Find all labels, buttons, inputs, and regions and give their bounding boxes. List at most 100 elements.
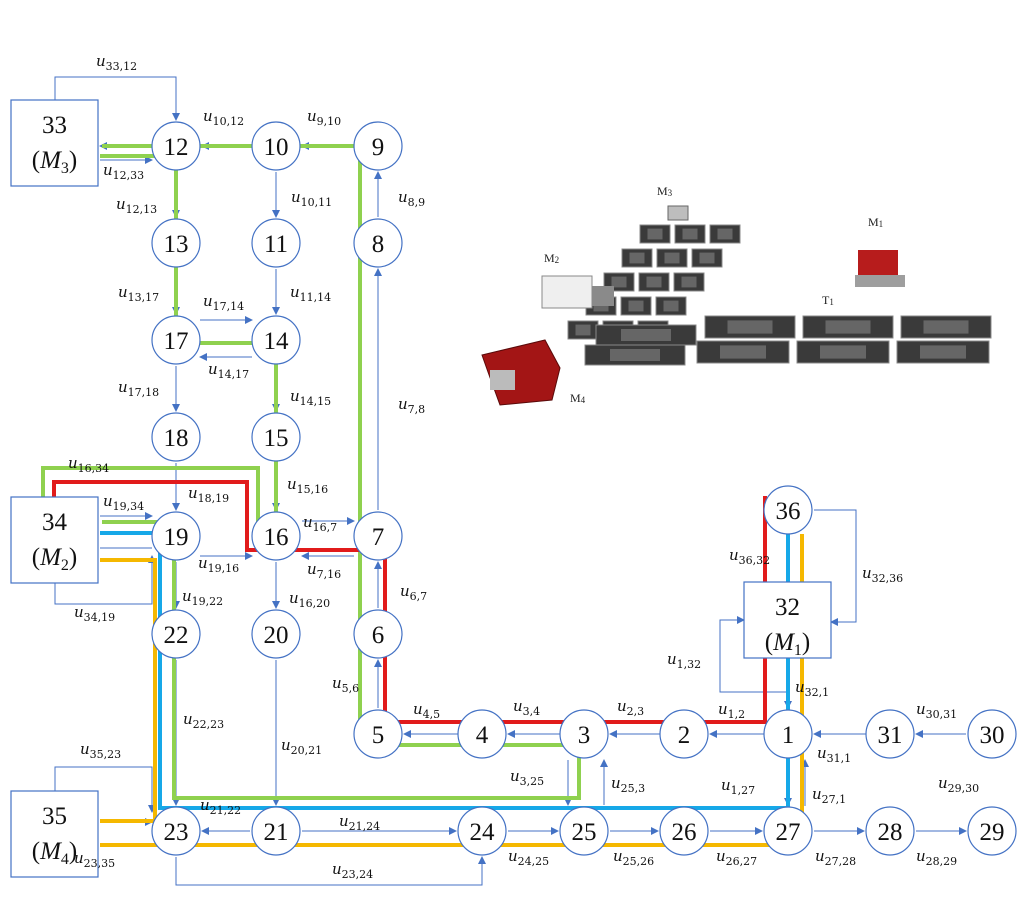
node-15: 15 — [251, 412, 301, 462]
node-circle — [151, 806, 201, 856]
edge-label: u32,1 — [795, 678, 829, 699]
route-yellow-a — [100, 558, 157, 823]
node-20: 20 — [251, 609, 301, 659]
node-circle — [151, 315, 201, 365]
node-circle — [865, 806, 915, 856]
node-11: 11 — [251, 218, 301, 268]
pallet — [664, 252, 680, 264]
node-label: 15 — [264, 425, 289, 452]
edge-label: u29,30 — [938, 774, 979, 795]
node-10: 10 — [251, 121, 301, 171]
pallet — [920, 345, 966, 359]
node-36: 36 — [763, 485, 813, 535]
pallet — [699, 252, 715, 264]
pallet — [727, 320, 773, 334]
illustration-label: M2 — [544, 251, 559, 265]
edge-label: u25,26 — [613, 847, 654, 868]
machine-id: 35 — [42, 803, 67, 830]
node-circle — [251, 315, 301, 365]
node-24: 24 — [457, 806, 507, 856]
edge-line — [814, 509, 857, 626]
node-label: 26 — [672, 819, 697, 846]
node-circle — [353, 218, 403, 268]
node-label: 18 — [164, 425, 189, 452]
node-label: 21 — [264, 819, 289, 846]
edge-label: u13,17 — [118, 283, 159, 304]
node-label: 27 — [776, 819, 801, 846]
node-label: 16 — [264, 524, 289, 551]
edge-label: u14,15 — [290, 387, 331, 408]
machine-id: 32 — [775, 594, 800, 621]
machine-name: (M1) — [765, 629, 810, 659]
edge-label: u7,8 — [398, 395, 425, 416]
node-label: 6 — [372, 622, 385, 649]
machine-box-34: 34(M2) — [10, 496, 99, 584]
node-label: 5 — [372, 722, 385, 749]
node-label: 3 — [578, 722, 591, 749]
node-7: 7 — [353, 511, 403, 561]
node-circle — [251, 609, 301, 659]
node-label: 11 — [264, 231, 288, 258]
edge-line — [175, 856, 486, 886]
edge-label: u22,23 — [183, 710, 224, 731]
node-5: 5 — [353, 709, 403, 759]
node-circle — [151, 412, 201, 462]
machine-box-33: 33(M3) — [10, 99, 99, 187]
node-label: 7 — [372, 524, 385, 551]
pallet — [621, 329, 671, 341]
edge-label: u33,12 — [96, 52, 137, 73]
node-30: 30 — [967, 709, 1017, 759]
node-12: 12 — [151, 121, 201, 171]
machine-name: (M3) — [32, 147, 77, 177]
pallet — [681, 276, 697, 288]
machine-rect — [743, 581, 832, 659]
node-21: 21 — [251, 806, 301, 856]
machine-m2-illustration — [541, 275, 593, 309]
pallet — [647, 228, 663, 240]
node-label: 13 — [164, 231, 189, 258]
edge-label: u14,17 — [208, 360, 249, 381]
node-2: 2 — [659, 709, 709, 759]
edge-label: u1,32 — [667, 650, 701, 671]
pallet — [720, 345, 766, 359]
node-circle — [251, 511, 301, 561]
node-circle — [967, 806, 1017, 856]
node-label: 9 — [372, 134, 385, 161]
node-22: 22 — [151, 609, 201, 659]
edge-label: u32,36 — [862, 564, 903, 585]
node-circle — [457, 709, 507, 759]
node-16: 16 — [251, 511, 301, 561]
edge-label: u19,16 — [198, 554, 239, 575]
edge-label: u20,21 — [281, 736, 322, 757]
edge-label: u6,7 — [400, 582, 427, 603]
pallet — [820, 345, 866, 359]
edge-label: u5,6 — [332, 674, 359, 695]
node-23: 23 — [151, 806, 201, 856]
edge-label: u36,32 — [729, 546, 770, 567]
node-6: 6 — [353, 609, 403, 659]
edge-line — [54, 76, 180, 121]
node-label: 30 — [980, 722, 1005, 749]
node-circle — [353, 511, 403, 561]
edge-label: u16,34 — [68, 454, 109, 475]
node-circle — [763, 709, 813, 759]
edge-label: u24,25 — [508, 847, 549, 868]
node-28: 28 — [865, 806, 915, 856]
pallet — [610, 349, 660, 361]
edge-line — [54, 766, 156, 813]
node-label: 1 — [782, 722, 795, 749]
edge-line — [54, 555, 156, 605]
machine-id: 34 — [42, 509, 68, 536]
edge-label: u26,27 — [716, 847, 757, 868]
machine-m1-base — [855, 275, 905, 287]
node-label: 25 — [572, 819, 597, 846]
node-circle — [659, 806, 709, 856]
node-27: 27 — [763, 806, 813, 856]
edge-label: u17,14 — [203, 292, 244, 313]
node-circle — [251, 806, 301, 856]
node-label: 12 — [164, 134, 189, 161]
node-label: 22 — [164, 622, 189, 649]
node-label: 36 — [776, 498, 801, 525]
